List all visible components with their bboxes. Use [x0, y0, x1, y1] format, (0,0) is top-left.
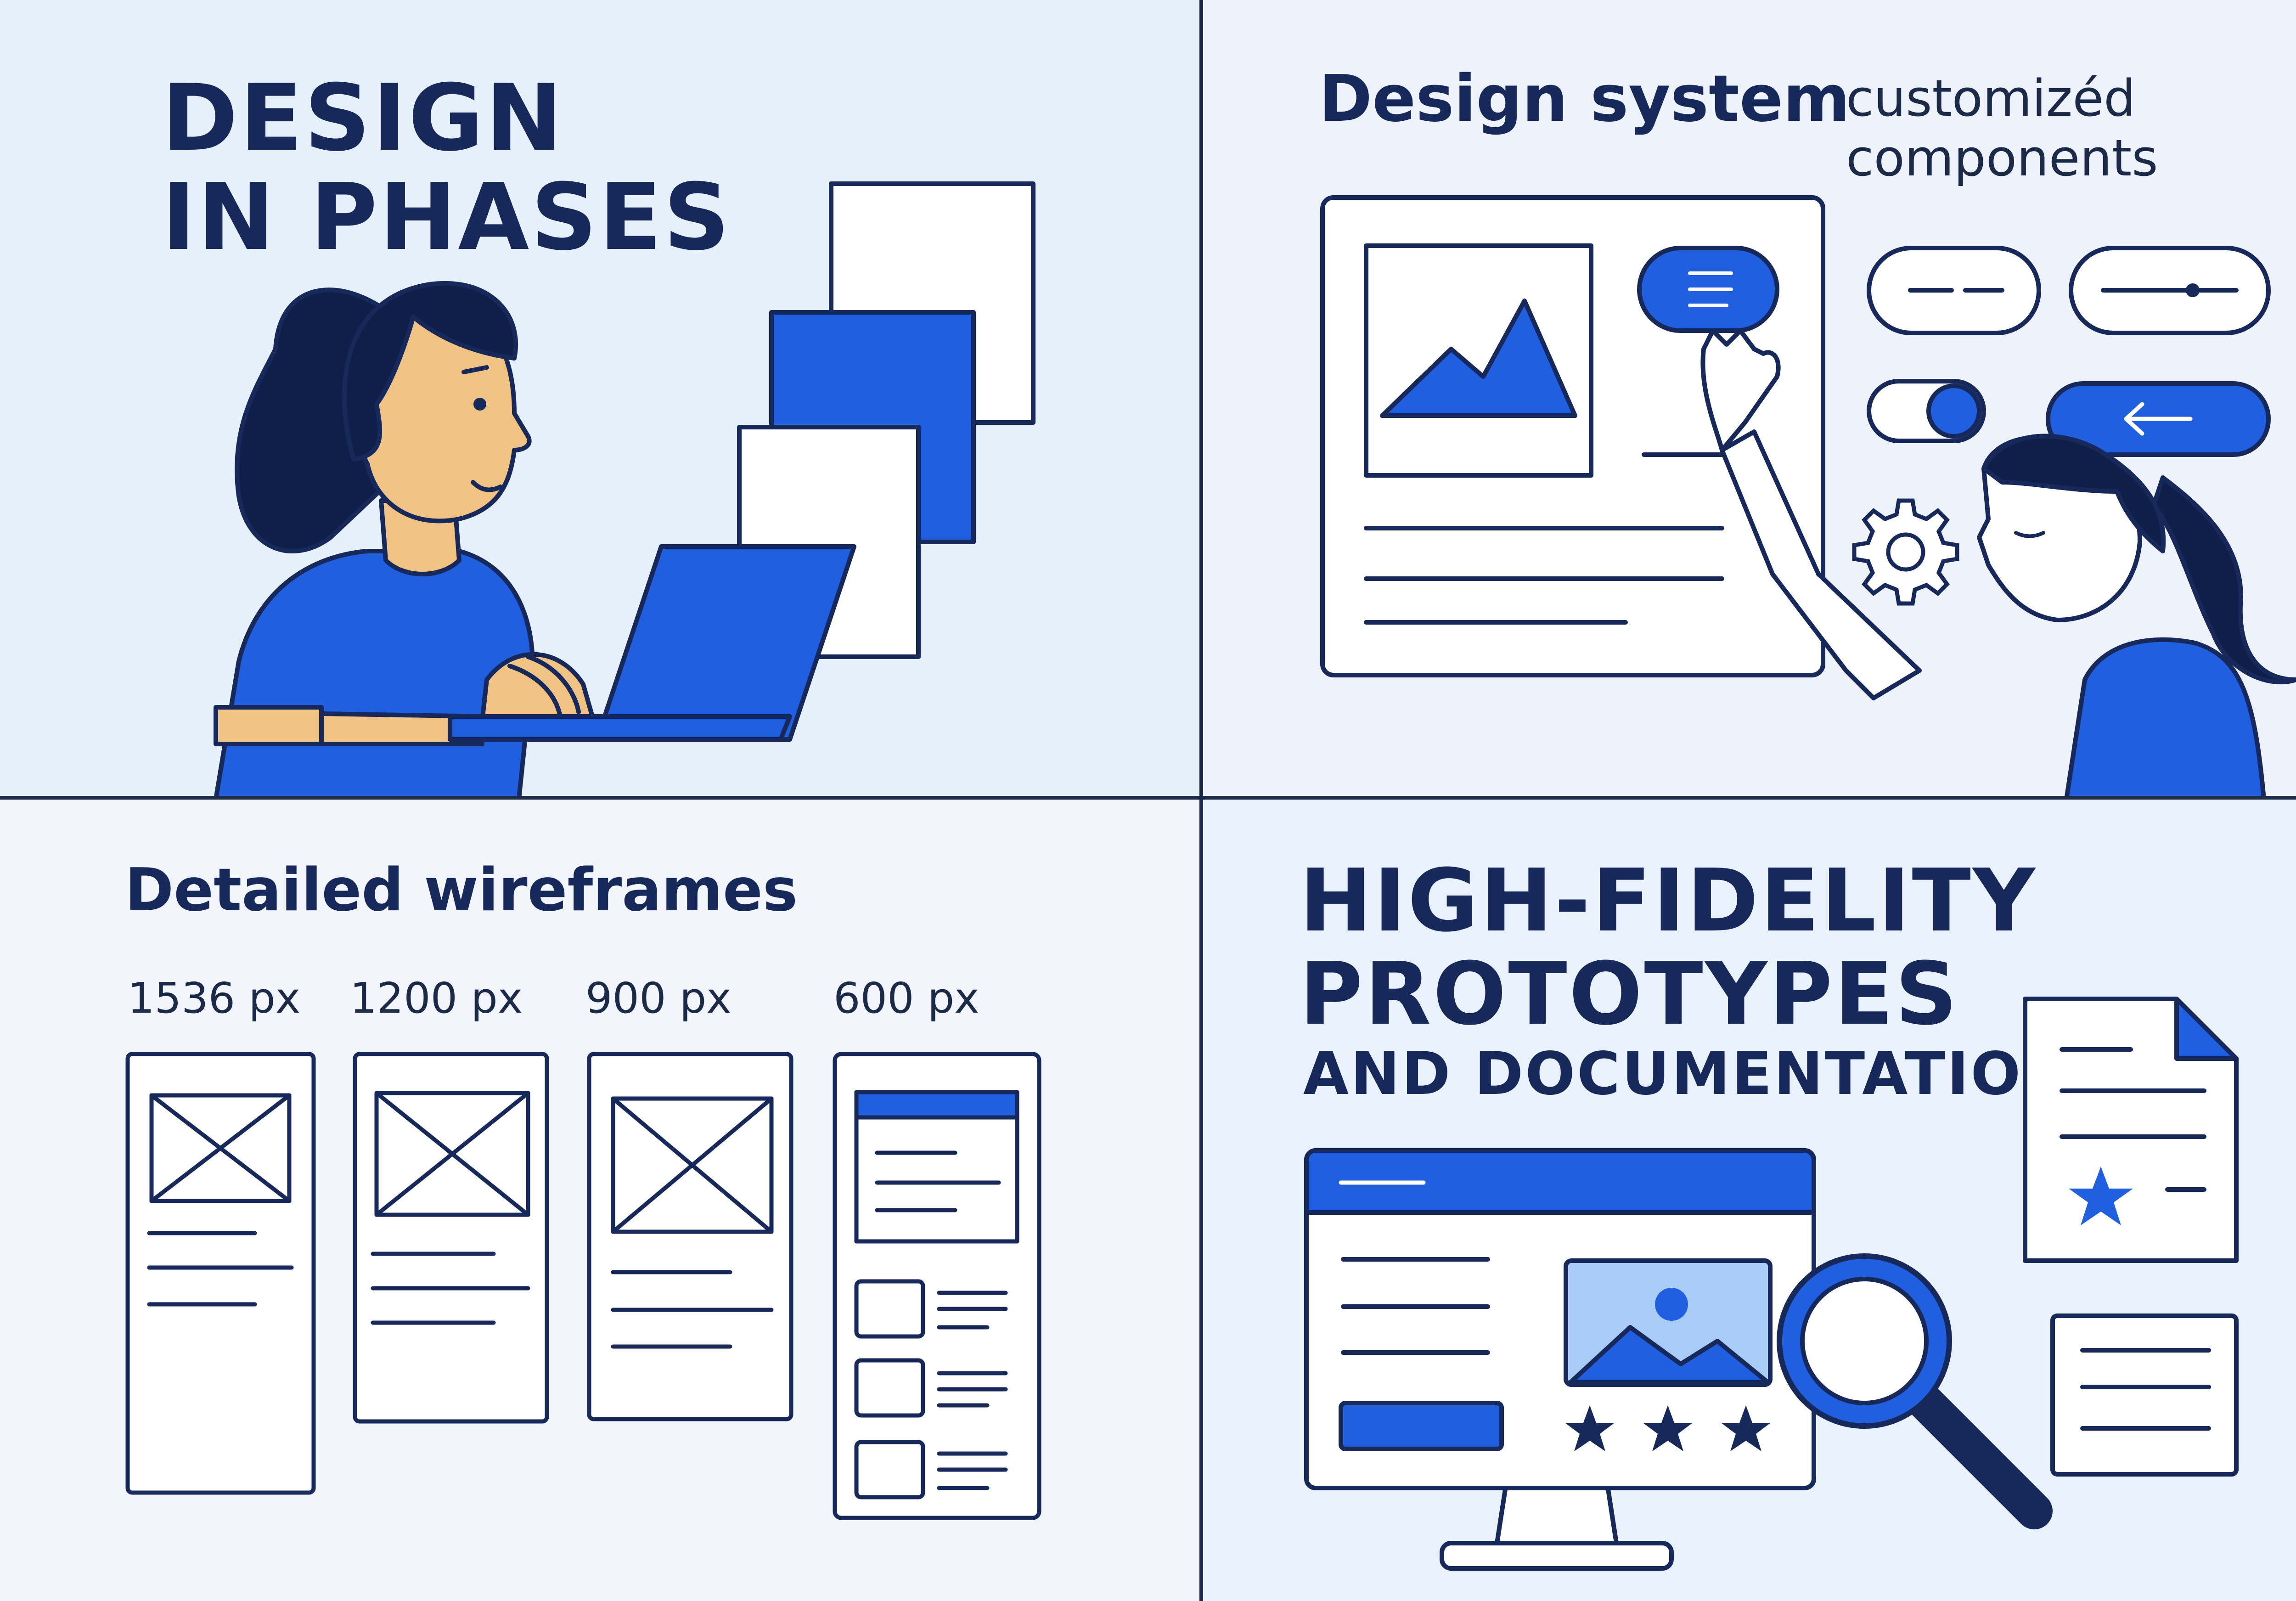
panel-1-title: DESIGN IN PHASES	[162, 69, 732, 267]
image-placeholder	[1364, 243, 1593, 478]
person-pointing	[1700, 328, 2296, 799]
person-with-laptop	[214, 281, 856, 799]
panel-4-illustration	[1304, 997, 2239, 1571]
breakpoint-label-1200: 1200 px	[350, 974, 523, 1023]
horizontal-divider	[0, 796, 2296, 800]
wireframe-900	[587, 1052, 793, 1421]
breakpoint-label-600: 600 px	[833, 974, 979, 1023]
panel-3-title: Detailed wireframes	[125, 856, 798, 925]
panel-2-subtitle-line-2: components	[1846, 128, 2158, 187]
panel-3-illustration	[125, 1052, 1041, 1520]
panel-4-title: HIGH-FIDELITY PROTOTYPES	[1300, 854, 2037, 1041]
monitor	[1304, 1148, 1816, 1571]
star-icon	[1565, 1405, 1615, 1451]
panel-2-subtitle-line-1: customizéd	[1846, 69, 2136, 128]
magnifier-icon	[1777, 1253, 2053, 1529]
panel-1-title-line-2: IN PHASES	[162, 164, 732, 271]
outline-pill-button-1	[1867, 246, 2041, 335]
panel-2-illustration	[1320, 195, 2296, 799]
mountain-image-icon	[1380, 299, 1577, 418]
vertical-divider	[1199, 0, 1203, 1601]
panel-detailed-wireframes: Detailed wireframes 1536 px 1200 px 900 …	[0, 799, 1203, 1601]
gear-icon	[1852, 498, 1959, 606]
star-icon	[2069, 1167, 2133, 1225]
panel-4-title-line-2: PROTOTYPES	[1300, 944, 1959, 1045]
wireframe-1200	[353, 1052, 549, 1424]
rating-stars	[1565, 1405, 1771, 1451]
note-card	[2050, 1313, 2239, 1477]
breakpoint-label-1536: 1536 px	[128, 974, 301, 1023]
panel-1-illustration	[214, 181, 1035, 799]
wireframe-600	[833, 1052, 1041, 1520]
panel-2-subtitle: customizéd components	[1846, 69, 2158, 188]
wireframe-1536	[125, 1052, 316, 1495]
panel-design-system: Design system customizéd components	[1203, 0, 2296, 799]
panel-4-title-line-1: HIGH-FIDELITY	[1300, 851, 2037, 951]
panel-2-title: Design system	[1319, 62, 1850, 136]
panel-1-title-line-1: DESIGN	[162, 65, 564, 172]
panel-design-in-phases: DESIGN IN PHASES	[0, 0, 1203, 799]
panel-4-subtitle: AND DOCUMENTATION	[1303, 1040, 2074, 1108]
document-icon	[2023, 997, 2239, 1263]
cta-button	[1339, 1401, 1504, 1451]
panel-high-fidelity-prototypes: HIGH-FIDELITY PROTOTYPES AND DOCUMENTATI…	[1203, 799, 2296, 1601]
star-icon	[1721, 1405, 1771, 1451]
breakpoint-label-900: 900 px	[585, 974, 732, 1023]
star-icon	[1643, 1405, 1693, 1451]
